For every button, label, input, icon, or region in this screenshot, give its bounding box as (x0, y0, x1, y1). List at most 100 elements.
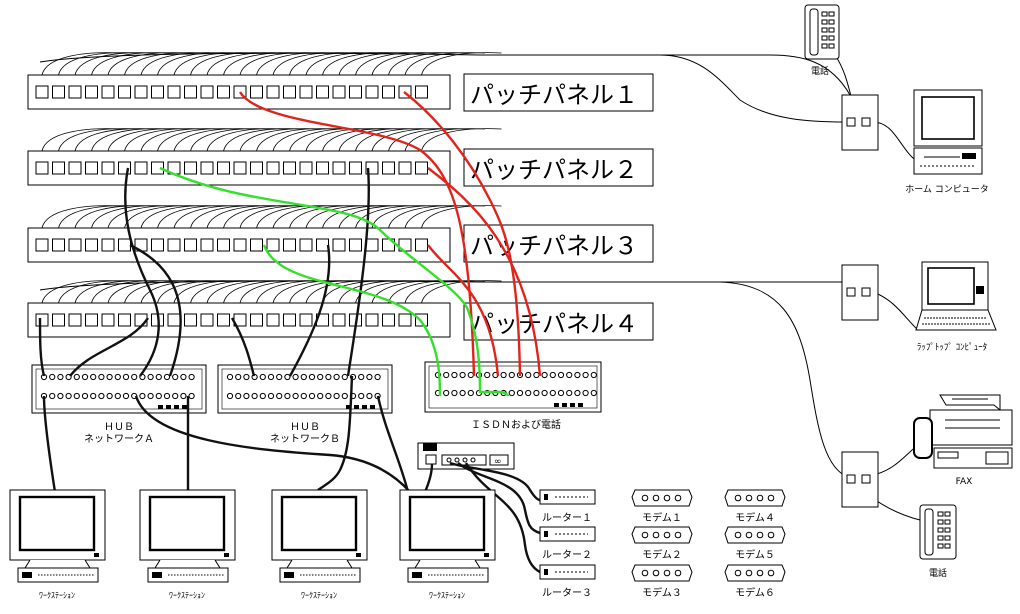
hub-port (57, 392, 64, 400)
fax-label: FAX (956, 477, 973, 487)
hub-port (467, 371, 474, 379)
patch-port (283, 238, 296, 252)
modem-label: モデム５ (735, 548, 775, 561)
router-3-label: ルーター３ (542, 587, 592, 599)
hub-port (541, 389, 548, 397)
hub-port (300, 392, 307, 400)
laptop-label: ﾗｯﾌﾟﾄｯﾌﾟ ｺﾝﾋﾟｭｰﾀ (917, 342, 987, 353)
hub-port (276, 392, 283, 400)
hub-port (139, 392, 146, 400)
modem-5: モデム５ (724, 526, 786, 561)
hub-port (500, 371, 507, 379)
patch-port (68, 238, 82, 252)
hub-port (188, 392, 195, 400)
patch-port (398, 313, 412, 327)
patch-port (167, 85, 181, 99)
patch-port (217, 161, 230, 175)
hub-port (333, 392, 340, 400)
patch-port (85, 313, 98, 327)
hub-port (451, 389, 458, 397)
patch-port (299, 85, 313, 99)
patch-port (85, 161, 98, 175)
patch-port (184, 85, 197, 99)
patch-port (349, 238, 362, 252)
hub-port (292, 392, 299, 400)
hub-port (235, 392, 242, 400)
home-computer-label: ホーム コンピュータ (905, 184, 989, 195)
hub-port (114, 373, 121, 381)
patch-port (415, 85, 428, 99)
hub-port (308, 373, 316, 381)
hub-port (243, 392, 250, 400)
hub-port (358, 392, 365, 400)
phone-top-label: 電話 (811, 65, 829, 77)
modem-3: モデム３ (631, 564, 693, 599)
hub-port (226, 373, 234, 381)
patch-port (35, 161, 49, 175)
hub-port (147, 373, 154, 381)
hub-port (533, 389, 540, 397)
patch-port (415, 161, 428, 175)
patch-port (332, 85, 346, 99)
patch-panel-label-2: パッチパネル２ (470, 156, 638, 184)
patch-port (184, 161, 197, 175)
hub-port (90, 392, 97, 400)
patch-port (299, 238, 313, 252)
hub-port (163, 373, 171, 381)
hub-port (81, 373, 89, 381)
hub-port (574, 389, 581, 397)
patch-port (151, 161, 164, 175)
workstation-label: ﾜｰｸｽﾃｰｼｮﾝ (301, 591, 337, 600)
hub-port (516, 389, 524, 397)
workstation-4: ﾜｰｸｽﾃｰｼｮﾝ (399, 489, 496, 600)
hub-port (525, 389, 532, 397)
patch-port (382, 161, 395, 175)
modem-label: モデム６ (735, 586, 775, 599)
hub-port (317, 373, 324, 381)
hub-port (341, 392, 348, 400)
workstation-1: ﾜｰｸｽﾃｰｼｮﾝ (9, 489, 106, 600)
hub-port (259, 373, 266, 381)
hub-port (341, 373, 348, 381)
hub-port (566, 371, 573, 379)
laptop-computer: ﾗｯﾌﾟﾄｯﾌﾟ ｺﾝﾋﾟｭｰﾀ (915, 261, 997, 353)
hub-port (284, 392, 291, 400)
hub-port (459, 371, 466, 379)
hub-port (582, 389, 589, 397)
modem-label: モデム４ (735, 511, 775, 524)
hub-port (574, 371, 581, 379)
patch-panel-3 (27, 205, 502, 263)
hub-a-title: ＨＵＢ (104, 422, 134, 433)
hub-port (451, 371, 458, 379)
hub-port (114, 392, 121, 400)
hub-port (267, 392, 275, 400)
patch-port (349, 161, 362, 175)
patch-port (35, 313, 49, 327)
patch-port (52, 161, 65, 175)
modem-1: モデム１ (631, 489, 693, 524)
hub-port (251, 392, 258, 400)
hub-port (443, 371, 450, 379)
patch-port (299, 313, 313, 327)
patch-port (101, 238, 115, 252)
patch-port (250, 313, 263, 327)
modem-label: モデム１ (642, 511, 682, 524)
hub-port (317, 392, 324, 400)
patch-port (68, 313, 82, 327)
hub-port (163, 392, 171, 400)
modem-6: モデム６ (724, 564, 786, 599)
router-3: ルーター３ (539, 564, 596, 599)
patch-port (35, 238, 49, 252)
hub-port (566, 389, 573, 397)
hub-port (525, 371, 532, 379)
hub-port (57, 373, 64, 381)
patch-port (266, 85, 280, 99)
wall-jack-1 (841, 94, 879, 151)
patch-port (382, 313, 395, 327)
patch-port (200, 313, 214, 327)
patch-port (134, 85, 148, 99)
wall-jack-3 (841, 451, 879, 508)
hub-isdn: ＩＳＤＮおよび電話 (424, 361, 602, 431)
patch-port (151, 238, 164, 252)
hub-port (172, 373, 179, 381)
